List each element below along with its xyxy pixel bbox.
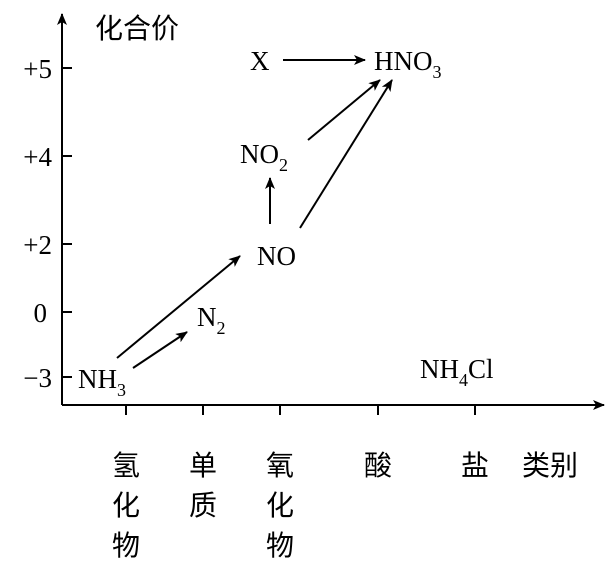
arrow-nh3-to-no bbox=[116, 255, 241, 359]
species-n2: N2 bbox=[197, 302, 226, 338]
category-acid: 酸 bbox=[364, 449, 392, 482]
svg-text:质: 质 bbox=[189, 489, 217, 522]
species-x: X bbox=[250, 46, 270, 76]
arrow-no-to-hno3 bbox=[299, 79, 393, 229]
y-tick-label: +5 bbox=[23, 54, 52, 84]
svg-text:化: 化 bbox=[112, 489, 140, 522]
svg-text:物: 物 bbox=[112, 529, 140, 562]
species-hno3: HNO3 bbox=[374, 46, 442, 82]
y-ticks bbox=[62, 67, 72, 378]
category-oxide: 氧 化 物 bbox=[266, 449, 294, 562]
category-hydride: 氢 化 物 bbox=[112, 449, 140, 562]
y-tick-label: +4 bbox=[23, 142, 52, 172]
y-axis-title: 化合价 bbox=[95, 12, 179, 45]
category-salt: 盐 bbox=[461, 449, 489, 482]
svg-text:化: 化 bbox=[266, 489, 294, 522]
svg-text:盐: 盐 bbox=[461, 449, 489, 482]
svg-text:物: 物 bbox=[266, 529, 294, 562]
species-nh3: NH3 bbox=[78, 364, 126, 400]
svg-text:氧: 氧 bbox=[266, 449, 294, 482]
x-axis-title: 类别 bbox=[522, 449, 578, 482]
svg-text:氢: 氢 bbox=[112, 449, 140, 482]
svg-text:酸: 酸 bbox=[364, 449, 392, 482]
species-nh4cl: NH4Cl bbox=[420, 354, 494, 390]
y-tick-label: +2 bbox=[23, 230, 52, 260]
y-tick-label: 0 bbox=[34, 298, 48, 328]
arrow-nh3-to-n2 bbox=[132, 331, 188, 369]
species-no: NO bbox=[257, 241, 296, 271]
y-tick-label: −3 bbox=[23, 363, 52, 393]
svg-text:单: 单 bbox=[189, 449, 217, 482]
species-no2: NO2 bbox=[240, 139, 288, 175]
category-element: 单 质 bbox=[189, 449, 217, 522]
x-ticks bbox=[125, 405, 476, 415]
arrow-no2-to-hno3 bbox=[307, 79, 381, 141]
